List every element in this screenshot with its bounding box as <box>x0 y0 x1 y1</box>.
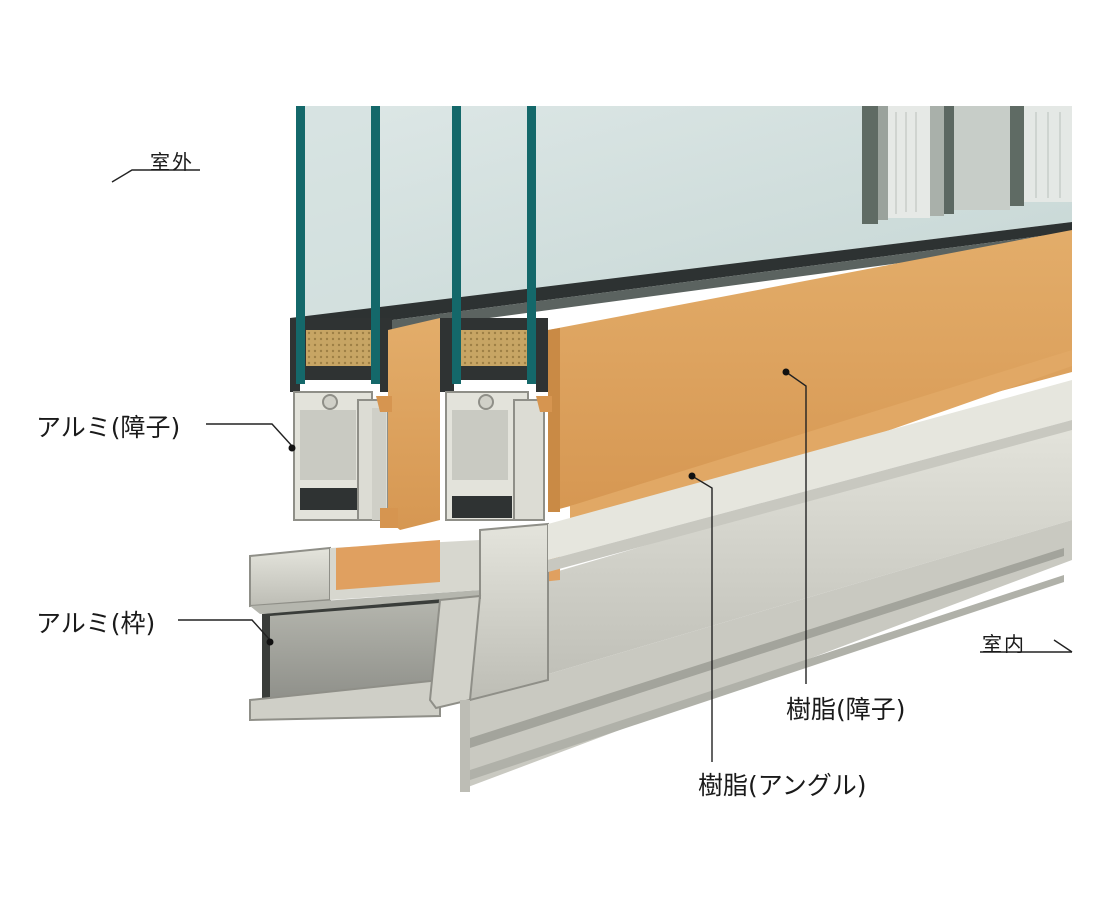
inner-sash-resin <box>536 230 1072 512</box>
leader-alu-sash <box>206 423 293 447</box>
leader-resin-sash <box>785 371 807 684</box>
label-resin-angle: 樹脂(アングル) <box>698 771 867 800</box>
leader-lines <box>111 169 1073 762</box>
outer-sash-profile <box>290 318 392 521</box>
frame-section <box>249 380 1072 792</box>
label-resin-sash: 樹脂(障子) <box>786 695 906 724</box>
label-outside: 室外 <box>150 150 194 174</box>
label-alu-sash: アルミ(障子) <box>36 413 181 442</box>
outer-sash-resin <box>376 318 440 530</box>
frame-depth-body <box>460 420 1072 790</box>
dot-alu-frame <box>266 638 274 646</box>
leader-alu-frame <box>178 619 271 641</box>
dot-alu-sash <box>288 444 296 452</box>
dot-resin-sash <box>782 368 790 376</box>
label-alu-frame: アルミ(枠) <box>36 609 156 638</box>
far-sash-frame <box>862 106 1072 224</box>
label-inside: 室内 <box>982 632 1026 656</box>
inner-sash-profile <box>440 318 548 521</box>
leader-resin-angle <box>691 475 713 762</box>
dot-resin-angle <box>688 472 696 480</box>
inner-glass-edges <box>452 106 536 384</box>
outside-marker-line <box>111 169 200 183</box>
leader-dots <box>266 368 790 646</box>
sill-top <box>290 222 1072 342</box>
inside-marker-tick <box>1053 639 1073 653</box>
outer-glass-edges <box>296 106 380 384</box>
